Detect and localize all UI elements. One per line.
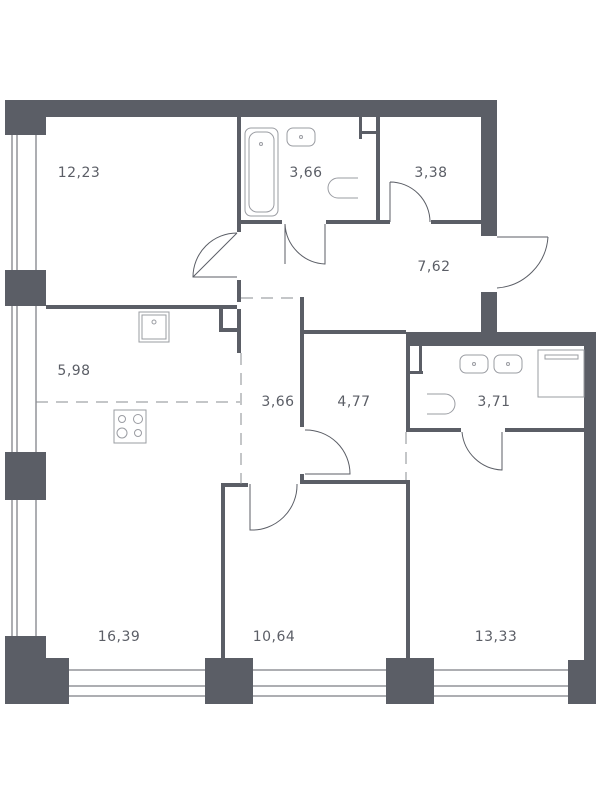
- room-area-corridor: 3,66: [261, 394, 295, 410]
- kitchen-sink-icon: [138, 311, 170, 343]
- sink-icon: [286, 127, 316, 147]
- double-sink-icon: [459, 354, 489, 374]
- windows: [11, 135, 568, 697]
- room-area-wardrobe: 4,77: [337, 394, 371, 410]
- shower-icon: [537, 349, 585, 398]
- stove-icon: [113, 409, 147, 444]
- fixtures: [113, 127, 585, 444]
- room-area-hallway: 7,62: [417, 259, 451, 275]
- room-area-bedroom-se: 13,33: [474, 629, 518, 645]
- zone-dividers: [36, 297, 407, 484]
- toilet-icon: [327, 177, 358, 199]
- bathtub-icon: [244, 127, 279, 217]
- room-area-living-room: 16,39: [97, 629, 141, 645]
- interior-walls: [46, 117, 584, 658]
- room-area-bedroom-nw: 12,23: [57, 165, 101, 181]
- room-area-bedroom-s: 10,64: [252, 629, 296, 645]
- toilet-icon: [427, 393, 456, 415]
- room-area-kitchen: 5,98: [57, 363, 91, 379]
- room-area-bathroom-2: 3,71: [477, 394, 511, 410]
- room-area-bathroom-1: 3,66: [289, 165, 323, 181]
- room-area-storage: 3,38: [414, 165, 448, 181]
- doors: [192, 181, 549, 531]
